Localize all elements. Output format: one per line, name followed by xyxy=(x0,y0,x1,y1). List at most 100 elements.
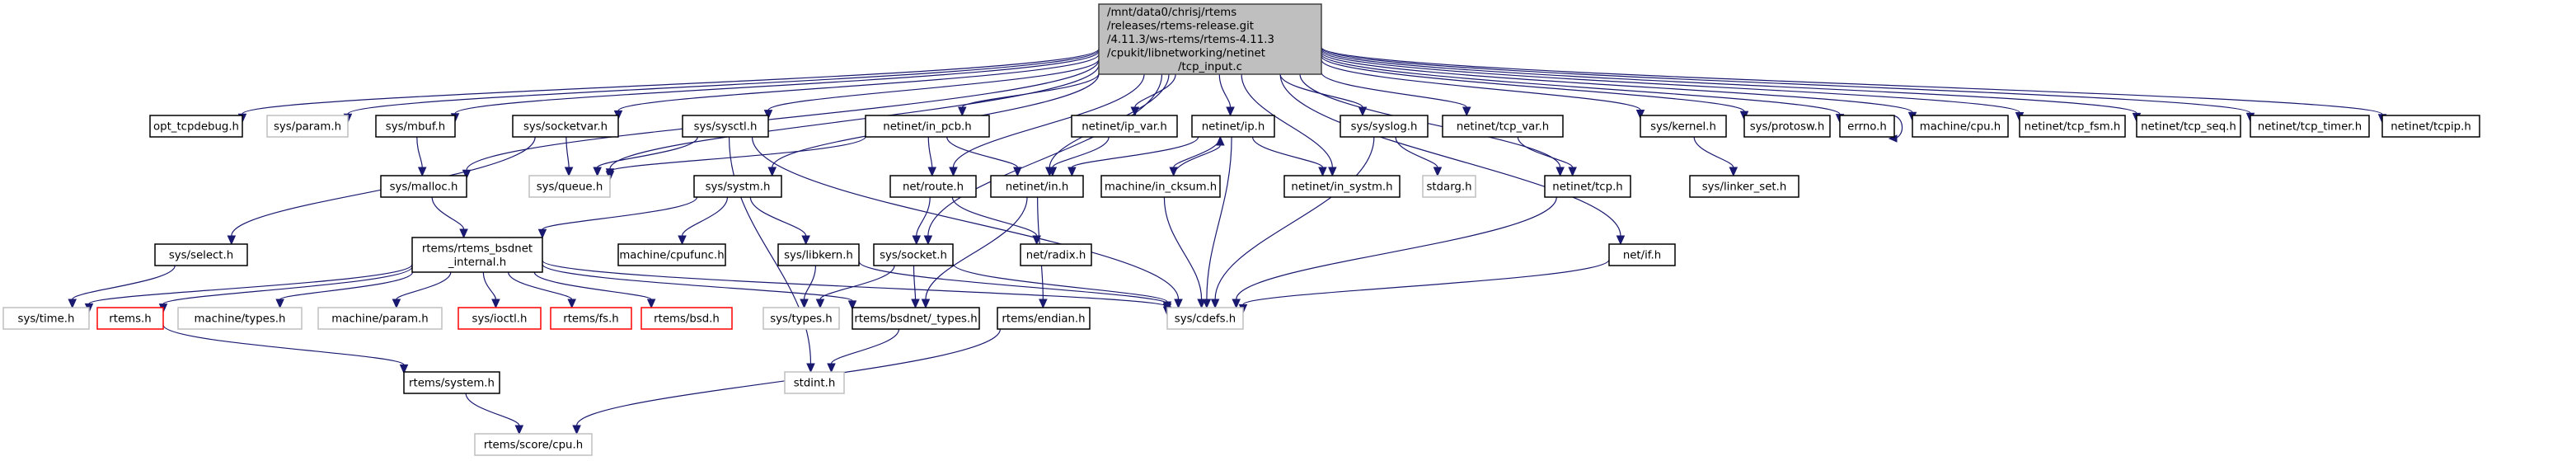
edge-sys_syslog-to-stdarg xyxy=(1395,136,1443,177)
edge-line xyxy=(927,136,933,168)
edge-line xyxy=(88,264,413,304)
arrowhead xyxy=(491,299,500,309)
arrowhead xyxy=(678,235,687,246)
node-netinet-tcpip[interactable]: netinet/tcpip.h xyxy=(2381,115,2480,138)
node-opt-tcpdebug[interactable]: opt_tcpdebug.h xyxy=(149,115,243,138)
node-sys-syslog[interactable]: sys/syslog.h xyxy=(1340,115,1429,138)
edge-line xyxy=(952,73,1145,168)
node-box xyxy=(852,307,980,330)
node-sys-kernel[interactable]: sys/kernel.h xyxy=(1640,115,1727,138)
edge-root-to-sys_kernel xyxy=(1321,59,1645,120)
node-netinet-in[interactable]: netinet/in.h xyxy=(990,175,1084,198)
node-box xyxy=(149,115,243,138)
arrowhead xyxy=(1013,167,1022,177)
edge-line xyxy=(162,266,413,305)
nodes-layer: /mnt/data0/chrisj/rtems/releases/rtems-r… xyxy=(2,3,2480,456)
arrowhead xyxy=(1616,235,1626,246)
node-netinet-tcp-timer[interactable]: netinet/tcp_timer.h xyxy=(2250,115,2370,138)
node-rtems-score-cpu: rtems/score/cpu.h xyxy=(474,433,593,456)
node-netinet-ip[interactable]: netinet/ip.h xyxy=(1191,115,1275,138)
node-sys-socketvar[interactable]: sys/socketvar.h xyxy=(512,115,619,138)
node-net-route[interactable]: net/route.h xyxy=(889,175,977,198)
node-net-radix[interactable]: net/radix.h xyxy=(1020,243,1092,266)
node-box xyxy=(550,307,632,330)
node-rtems-system[interactable]: rtems/system.h xyxy=(403,371,500,394)
node-rtems-endian[interactable]: rtems/endian.h xyxy=(997,307,1091,330)
edge-line xyxy=(466,59,1100,171)
arrowhead xyxy=(827,363,836,374)
arrowhead xyxy=(912,235,922,246)
edge-line xyxy=(830,328,900,365)
edge-line xyxy=(508,271,573,300)
node-box xyxy=(154,243,248,266)
edge-root-to-sys_protosw xyxy=(1321,55,1749,121)
node-box xyxy=(2381,115,2480,138)
edge-line xyxy=(946,136,1018,168)
node-sys-param: sys/param.h xyxy=(266,115,349,138)
edge-sys_socket-to-sys_types xyxy=(815,265,895,309)
node-sys-socket[interactable]: sys/socket.h xyxy=(873,243,954,266)
node-sys-systm[interactable]: sys/systm.h xyxy=(693,175,782,198)
node-errno[interactable]: errno.h xyxy=(1839,115,1895,138)
node-netinet-tcp-var[interactable]: netinet/tcp_var.h xyxy=(1442,115,1564,138)
edge-rtems_bsdnet_types-to-stdint xyxy=(827,328,900,374)
node-box xyxy=(2019,115,2126,138)
node-sys-select[interactable]: sys/select.h xyxy=(154,243,248,266)
arrowhead xyxy=(1232,299,1241,309)
edge-line xyxy=(542,196,698,230)
edge-line xyxy=(609,64,1100,169)
edge-line xyxy=(482,271,497,300)
node-label: machine/param.h xyxy=(331,313,428,326)
edge-line xyxy=(1279,73,1363,108)
node-label: rtems.h xyxy=(109,313,151,326)
node-sys-mbuf[interactable]: sys/mbuf.h xyxy=(375,115,456,138)
node-box xyxy=(1839,115,1895,138)
edge-line xyxy=(1214,136,1375,300)
edge-line xyxy=(454,50,1100,115)
node-label: sys/linker_set.h xyxy=(1702,181,1787,194)
node-label: sys/types.h xyxy=(770,313,833,326)
node-netinet-in-pcb[interactable]: netinet/in_pcb.h xyxy=(865,115,990,138)
node-label: stdarg.h xyxy=(1426,181,1471,194)
node-label: sys/sysctl.h xyxy=(694,121,758,134)
node-netinet-tcp[interactable]: netinet/tcp.h xyxy=(1544,175,1631,198)
node-netinet-tcp-fsm[interactable]: netinet/tcp_fsm.h xyxy=(2019,115,2126,138)
node-rtems-bsdnet-types[interactable]: rtems/bsdnet/_types.h xyxy=(852,307,980,330)
edge-line xyxy=(1321,54,1841,115)
node-label: /cpukit/libnetworking/netinet xyxy=(1107,48,1265,60)
edges-layer xyxy=(68,46,2387,435)
node-label: sys/select.h xyxy=(169,250,233,262)
node-sys-protosw[interactable]: sys/protosw.h xyxy=(1743,115,1831,138)
node-machine-cpufunc[interactable]: machine/cpufunc.h xyxy=(617,243,726,266)
node-sys-linker-set[interactable]: sys/linker_set.h xyxy=(1689,175,1799,198)
node-sys-malloc[interactable]: sys/malloc.h xyxy=(380,175,467,198)
node-machine-in-cksum[interactable]: machine/in_cksum.h xyxy=(1100,175,1221,198)
node-machine-cpu[interactable]: machine/cpu.h xyxy=(1912,115,2009,138)
node-sys-sysctl[interactable]: sys/sysctl.h xyxy=(682,115,769,138)
node-box xyxy=(777,243,860,266)
edge-line xyxy=(1321,55,1745,112)
arrowhead xyxy=(815,299,825,309)
node-root[interactable]: /mnt/data0/chrisj/rtems/releases/rtems-r… xyxy=(1098,3,1322,75)
arrowhead xyxy=(227,235,237,246)
node-netinet-in-systm[interactable]: netinet/in_systm.h xyxy=(1283,175,1401,198)
node-rtems-bsdnet-internal[interactable]: rtems/rtems_bsdnet_internal.h xyxy=(411,237,543,273)
node-box xyxy=(640,307,733,330)
edge-line xyxy=(749,196,807,237)
node-net-if[interactable]: net/if.h xyxy=(1608,243,1676,266)
node-label: sys/queue.h xyxy=(537,181,603,194)
edge-netinet_ip-to-machine_in_cksum xyxy=(1169,136,1221,177)
arrowhead xyxy=(572,425,581,435)
node-box xyxy=(1689,175,1799,198)
node-label: rtems/bsdnet/_types.h xyxy=(854,313,977,326)
edge-line xyxy=(1279,73,1621,237)
node-netinet-ip-var[interactable]: netinet/ip_var.h xyxy=(1071,115,1178,138)
node-label: /4.11.3/ws-rtems/rtems-4.11.3 xyxy=(1107,34,1274,46)
node-label: rtems/score/cpu.h xyxy=(484,440,583,452)
node-netinet-tcp-seq[interactable]: netinet/tcp_seq.h xyxy=(2136,115,2241,138)
node-box xyxy=(1743,115,1831,138)
node-label: netinet/ip_var.h xyxy=(1082,121,1167,134)
node-sys-libkern[interactable]: sys/libkern.h xyxy=(777,243,860,266)
edge-root-to-net_route xyxy=(949,73,1145,177)
